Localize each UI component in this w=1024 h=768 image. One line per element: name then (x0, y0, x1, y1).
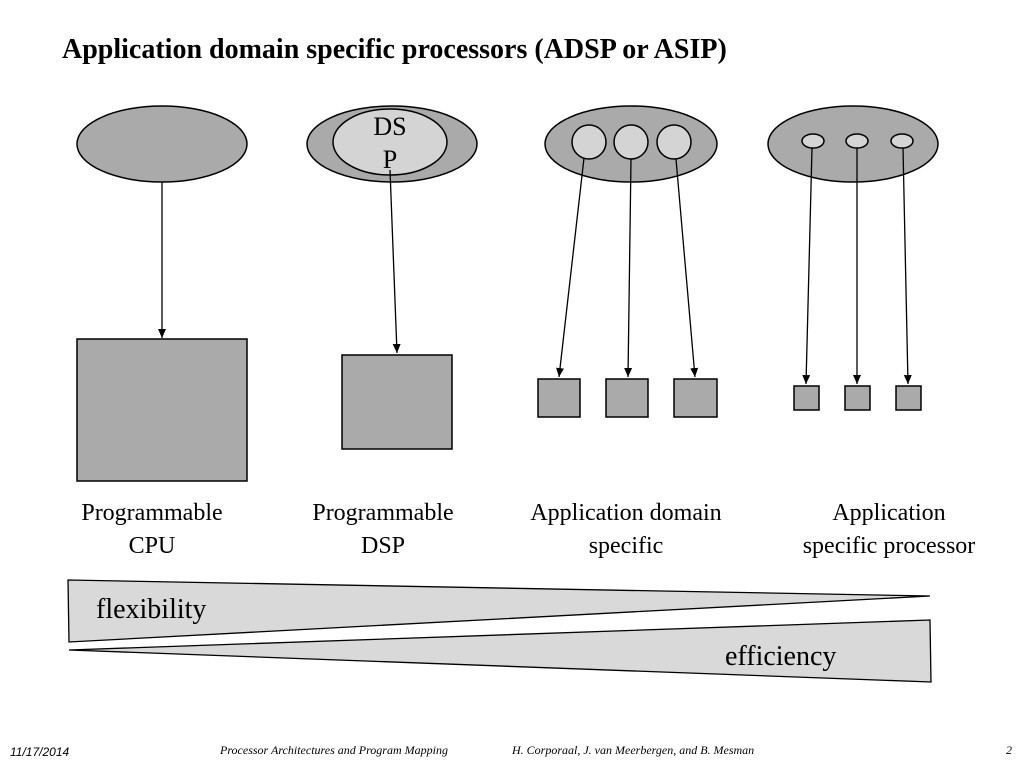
adsp-group (537, 105, 718, 418)
asip-arrow-3 (902, 147, 912, 385)
cpu-group (76, 105, 248, 482)
label-application-domain-specific-line1: Application domain (530, 500, 722, 526)
label-programmable-dsp: Programmable DSP (283, 497, 483, 563)
asip-arrow-1 (802, 147, 813, 385)
asip-task-circle-2 (845, 133, 869, 149)
label-application-domain-specific: Application domain specific (506, 497, 746, 563)
label-programmable-cpu-line1: Programmable (81, 500, 223, 526)
dsp-group: DS P (306, 105, 478, 450)
label-application-specific-processor-line2: specific processor (802, 533, 976, 559)
asip-task-circle-1 (801, 133, 825, 149)
adsp-arrow-1 (556, 157, 585, 378)
asip-block-1 (793, 385, 820, 411)
footer-page-number: 2 (1006, 743, 1012, 757)
label-application-specific-processor-line1: Application (832, 500, 946, 526)
dsp-inner-label-line2: P (383, 145, 397, 174)
slide-title: Application domain specific processors (… (62, 34, 727, 65)
label-programmable-cpu-line2: CPU (128, 533, 176, 559)
adsp-task-circle-3 (656, 124, 692, 160)
adsp-arrow-2 (624, 158, 633, 378)
efficiency-label: efficiency (725, 641, 836, 672)
adsp-task-circle-1 (571, 124, 607, 160)
footer-course: Processor Architectures and Program Mapp… (220, 743, 448, 757)
flexibility-label: flexibility (96, 594, 206, 625)
dsp-processor-block (341, 354, 453, 450)
label-programmable-dsp-line1: Programmable (312, 500, 454, 526)
footer-date: 11/17/2014 (10, 745, 70, 759)
adsp-arrow-3 (675, 158, 699, 378)
cpu-processor-block (76, 338, 248, 482)
adsp-block-2 (605, 378, 649, 418)
adsp-block-1 (537, 378, 581, 418)
asip-task-circle-3 (890, 133, 914, 149)
label-programmable-dsp-line2: DSP (360, 533, 406, 559)
efficiency-wedge (68, 619, 932, 683)
label-application-specific-processor: Application specific processor (779, 497, 999, 563)
asip-group (767, 105, 939, 411)
label-programmable-cpu: Programmable CPU (52, 497, 252, 563)
dsp-inner-label-line1: DS (373, 112, 406, 141)
cpu-application-ellipse (76, 105, 248, 183)
dsp-arrow (389, 169, 401, 354)
flexibility-wedge (67, 579, 931, 643)
asip-block-2 (844, 385, 871, 411)
footer-authors: H. Corporaal, J. van Meerbergen, and B. … (512, 743, 755, 757)
adsp-task-circle-2 (613, 124, 649, 160)
asip-block-3 (895, 385, 922, 411)
adsp-block-3 (673, 378, 718, 418)
label-application-domain-specific-line2: specific (588, 533, 664, 559)
